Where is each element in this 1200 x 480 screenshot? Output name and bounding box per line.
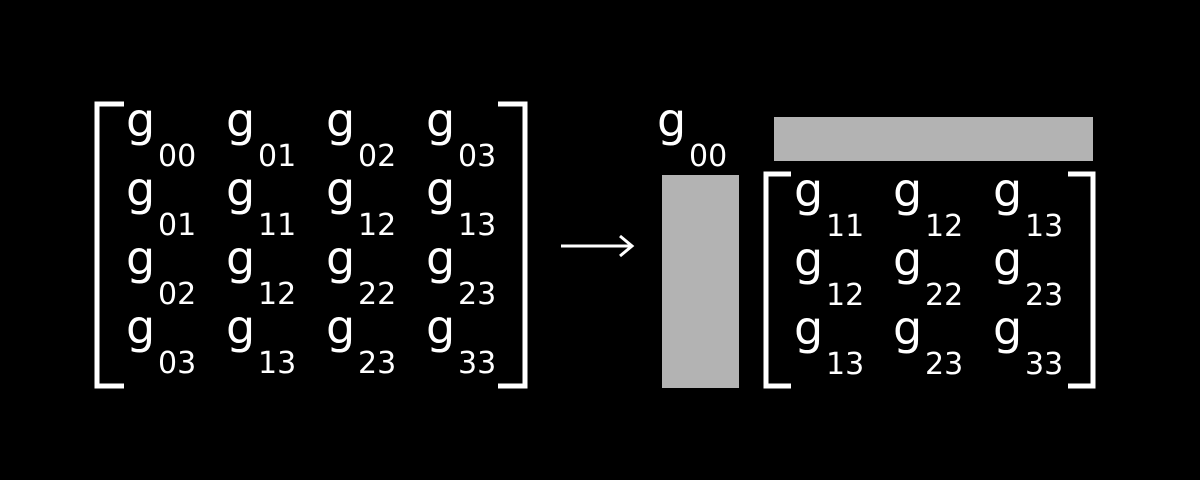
full-matrix-entry-3-1: g13 [226, 300, 296, 381]
full-matrix-entry-1-2: g12 [326, 162, 396, 243]
entry-symbol: g [326, 231, 355, 285]
entry-subscript: 03 [158, 346, 196, 381]
entry-subscript: 01 [258, 139, 296, 174]
entry-symbol: g [426, 231, 455, 285]
entry-subscript: 13 [458, 208, 496, 243]
entry-symbol: g [326, 300, 355, 354]
sub-matrix-entry-2-0: g13 [794, 301, 864, 382]
entry-symbol: g [794, 232, 823, 286]
full-matrix-entry-3-3: g33 [426, 300, 496, 381]
entry-subscript: 23 [358, 346, 396, 381]
entry-symbol: g [126, 231, 155, 285]
right-arrow-icon [561, 234, 635, 258]
entry-subscript: 11 [826, 209, 864, 244]
entry-symbol: g [893, 232, 922, 286]
entry-symbol: g [226, 162, 255, 216]
entry-subscript: 13 [826, 347, 864, 382]
entry-symbol: g [657, 93, 686, 147]
entry-symbol: g [226, 93, 255, 147]
sub-matrix-entry-2-1: g23 [893, 301, 963, 382]
full-matrix-entry-1-3: g13 [426, 162, 496, 243]
entry-symbol: g [794, 301, 823, 355]
entry-symbol: g [326, 93, 355, 147]
entry-symbol: g [993, 232, 1022, 286]
sub-matrix-entry-1-1: g22 [893, 232, 963, 313]
entry-symbol: g [226, 231, 255, 285]
entry-symbol: g [893, 163, 922, 217]
entry-symbol: g [993, 163, 1022, 217]
entry-subscript: 12 [358, 208, 396, 243]
full-matrix-entry-3-2: g23 [326, 300, 396, 381]
entry-subscript: 00 [158, 139, 196, 174]
entry-subscript: 33 [458, 346, 496, 381]
entry-subscript: 33 [1025, 347, 1063, 382]
entry-subscript: 23 [925, 347, 963, 382]
full-matrix-entry-0-0: g00 [126, 93, 196, 174]
sub-matrix-entry-0-2: g13 [993, 163, 1063, 244]
sub-matrix-entry-0-0: g11 [794, 163, 864, 244]
sub-matrix-entry-1-2: g23 [993, 232, 1063, 313]
entry-subscript: 11 [258, 208, 296, 243]
entry-subscript: 12 [826, 278, 864, 313]
entry-subscript: 02 [358, 139, 396, 174]
sub-matrix-open-bracket [763, 171, 791, 389]
entry-subscript: 02 [158, 277, 196, 312]
entry-subscript: 22 [358, 277, 396, 312]
entry-subscript: 13 [258, 346, 296, 381]
first-column-block [662, 175, 739, 388]
entry-symbol: g [326, 162, 355, 216]
entry-symbol: g [426, 162, 455, 216]
entry-subscript: 12 [258, 277, 296, 312]
corner-entry-00: g00 [657, 93, 727, 174]
sub-matrix-entry-1-0: g12 [794, 232, 864, 313]
entry-subscript: 23 [458, 277, 496, 312]
full-matrix-entry-0-2: g02 [326, 93, 396, 174]
full-matrix-entry-0-3: g03 [426, 93, 496, 174]
entry-subscript: 23 [1025, 278, 1063, 313]
full-matrix-entry-2-2: g22 [326, 231, 396, 312]
entry-symbol: g [893, 301, 922, 355]
left-matrix-open-bracket [94, 101, 124, 389]
entry-symbol: g [426, 300, 455, 354]
first-row-block [774, 117, 1093, 161]
entry-subscript: 00 [689, 139, 727, 174]
full-matrix-entry-1-1: g11 [226, 162, 296, 243]
full-matrix-entry-3-0: g03 [126, 300, 196, 381]
entry-symbol: g [126, 162, 155, 216]
entry-symbol: g [426, 93, 455, 147]
full-matrix-entry-2-0: g02 [126, 231, 196, 312]
entry-symbol: g [993, 301, 1022, 355]
full-matrix-entries: g00g01g02g03g01g11g12g13g02g12g22g23g03g… [126, 93, 496, 381]
sub-matrix-close-bracket [1068, 171, 1096, 389]
entry-subscript: 01 [158, 208, 196, 243]
entry-subscript: 13 [1025, 209, 1063, 244]
sub-matrix-entry-0-1: g12 [893, 163, 963, 244]
entry-symbol: g [126, 300, 155, 354]
corner-entry: g00 [657, 93, 727, 174]
entry-subscript: 22 [925, 278, 963, 313]
entry-subscript: 03 [458, 139, 496, 174]
left-matrix-close-bracket [498, 101, 528, 389]
entry-subscript: 12 [925, 209, 963, 244]
sub-matrix-entry-2-2: g33 [993, 301, 1063, 382]
full-matrix-entry-2-3: g23 [426, 231, 496, 312]
full-matrix-entry-2-1: g12 [226, 231, 296, 312]
entry-symbol: g [794, 163, 823, 217]
full-matrix-entry-1-0: g01 [126, 162, 196, 243]
full-matrix-entry-0-1: g01 [226, 93, 296, 174]
entry-symbol: g [226, 300, 255, 354]
entry-symbol: g [126, 93, 155, 147]
